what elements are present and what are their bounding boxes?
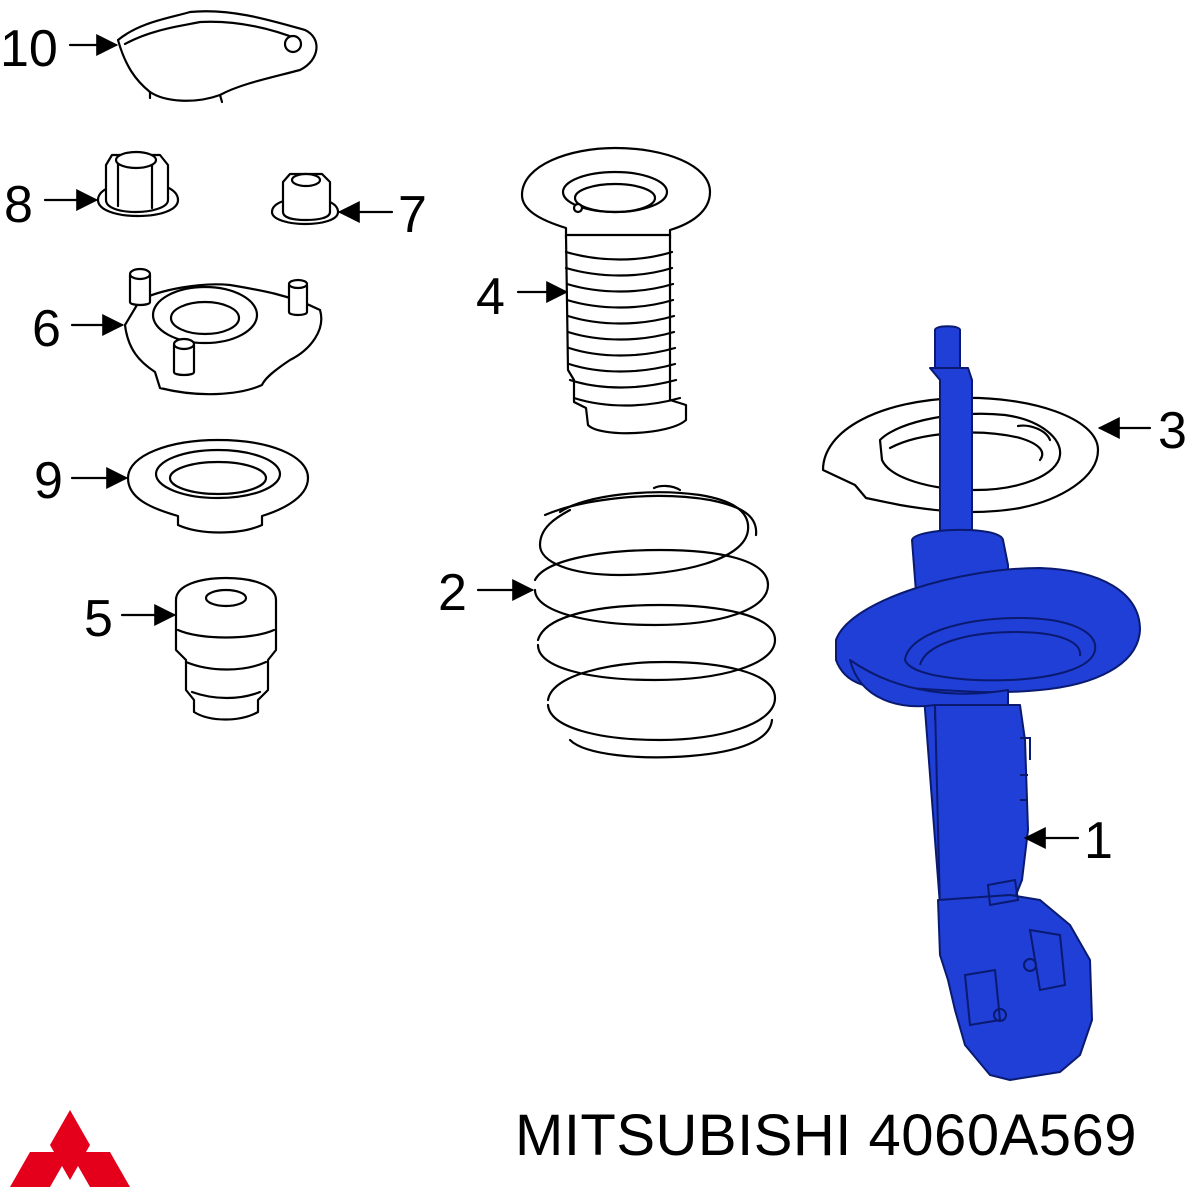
callout-10: 10 (0, 20, 58, 78)
part-1-strut-assembly-highlighted (835, 325, 1141, 1081)
callout-8: 8 (4, 176, 33, 234)
part-6-strut-mount (123, 267, 323, 396)
part-2-coil-spring (533, 484, 777, 759)
caption: MITSUBISHI 4060A569 (515, 1102, 1137, 1169)
part-8-nut (96, 150, 180, 218)
mitsubishi-logo-icon (10, 1110, 130, 1187)
callout-4: 4 (476, 268, 505, 326)
callout-7: 7 (398, 186, 427, 244)
callout-6: 6 (32, 300, 61, 358)
leader-arrows (43, 34, 1152, 849)
callout-9: 9 (34, 452, 63, 510)
part-10-mount-plate (116, 10, 318, 104)
part-number: 4060A569 (868, 1103, 1138, 1168)
part-7-nut (270, 172, 340, 226)
part-4-dust-boot (520, 146, 712, 435)
brand-name: MITSUBISHI (515, 1103, 852, 1168)
callout-2: 2 (438, 564, 467, 622)
part-5-bump-stop (174, 576, 278, 721)
callout-1: 1 (1084, 812, 1113, 870)
callout-5: 5 (84, 590, 113, 648)
callout-3: 3 (1158, 402, 1187, 460)
part-9-spring-seat (126, 438, 310, 534)
